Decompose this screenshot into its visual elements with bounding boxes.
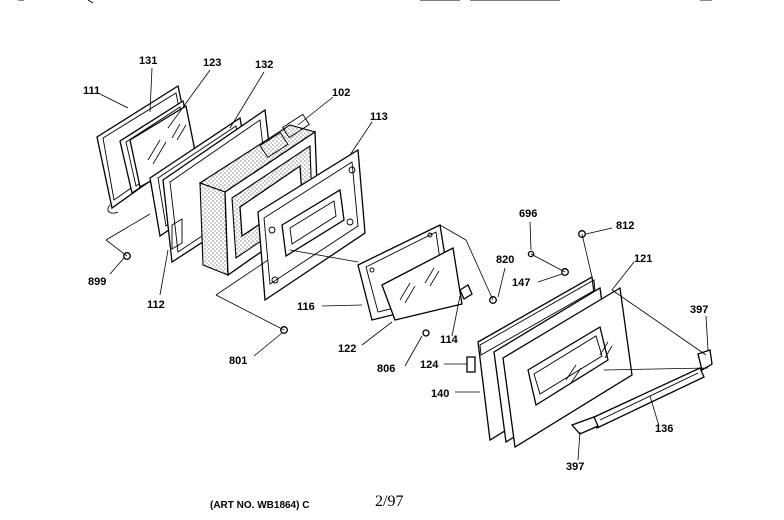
part-labels: 111 131 123 132 102 113 899 112 116 801 … xyxy=(83,55,708,473)
label-116: 116 xyxy=(297,301,315,313)
label-123: 123 xyxy=(203,57,221,69)
label-812: 812 xyxy=(616,220,634,232)
assembly-lines xyxy=(105,213,709,371)
label-899: 899 xyxy=(88,276,106,288)
screw-806 xyxy=(422,329,430,337)
label-122: 122 xyxy=(338,343,356,355)
label-696: 696 xyxy=(519,208,537,220)
label-806: 806 xyxy=(377,363,395,375)
scan-top-marks xyxy=(18,0,712,4)
label-113: 113 xyxy=(370,111,388,123)
label-132: 132 xyxy=(255,59,273,71)
revision-date: 2/97 xyxy=(375,493,403,510)
label-147: 147 xyxy=(512,277,530,289)
label-121: 121 xyxy=(634,253,652,265)
label-397-bottom: 397 xyxy=(566,461,584,473)
label-820: 820 xyxy=(496,254,514,266)
part-113-inner-door-panel xyxy=(257,148,366,302)
art-number: (ART NO. WB1864) C xyxy=(210,500,309,511)
part-122-window-glass xyxy=(381,247,463,321)
leader-lines xyxy=(99,67,709,461)
screws xyxy=(123,230,586,337)
label-102: 102 xyxy=(332,87,350,99)
label-114: 114 xyxy=(440,334,459,346)
part-121-outer-door xyxy=(477,275,633,449)
label-124: 124 xyxy=(420,359,439,371)
part-114-bracket xyxy=(459,284,473,300)
part-136-handle xyxy=(570,349,713,435)
label-131: 131 xyxy=(139,55,157,67)
label-111: 111 xyxy=(83,85,100,97)
label-397-top: 397 xyxy=(690,304,708,316)
label-140: 140 xyxy=(431,388,449,400)
part-124-clip xyxy=(466,356,476,373)
label-801: 801 xyxy=(229,355,247,367)
label-136: 136 xyxy=(655,423,673,435)
label-112: 112 xyxy=(147,299,165,311)
